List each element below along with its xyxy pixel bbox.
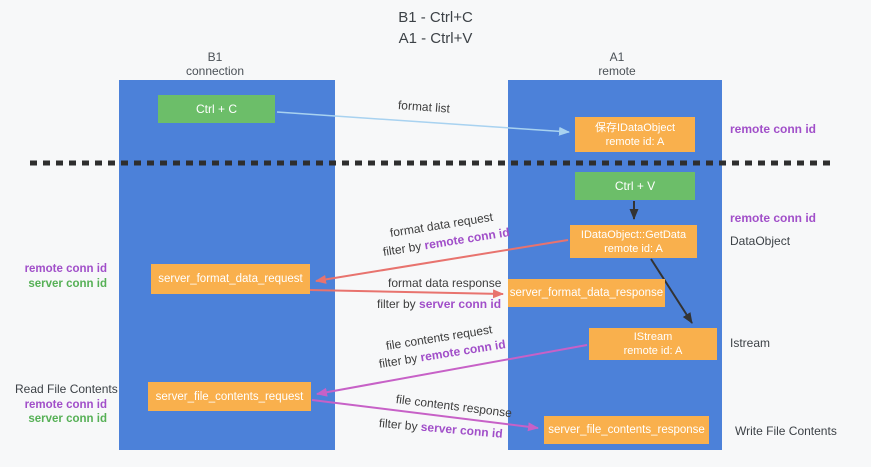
- lane-header-a1: A1 remote: [552, 50, 682, 78]
- title-line-2: A1 - Ctrl+V: [398, 30, 473, 47]
- edge-label-filter-server-1: filter by server conn id: [377, 297, 501, 311]
- filter-by-text: filter by: [378, 416, 419, 434]
- save-idataobject-line1: 保存IDataObject: [594, 121, 676, 134]
- getdata-line2: remote id: A: [604, 242, 663, 255]
- lane-b1-title: B1: [207, 50, 223, 64]
- node-server-file-contents-request: server_file_contents_request: [148, 382, 311, 411]
- node-save-idataobject: 保存IDataObject remote id: A: [575, 117, 695, 152]
- side-label-write-file-contents: Write File Contents: [735, 424, 837, 438]
- edge-label-format-data-response: format data response: [388, 276, 502, 290]
- save-idataobject-line2: remote id: A: [605, 135, 665, 148]
- edge-label-file-contents-response: file contents response: [395, 392, 513, 421]
- arrow-format-data-response: [309, 289, 504, 299]
- side-label-read-file-contents: Read File Contents: [15, 382, 118, 396]
- server-format-data-request-label: server_format_data_request: [158, 273, 303, 285]
- node-ctrl-c: Ctrl + C: [158, 95, 275, 123]
- side-label-remote-conn-id-left-2: remote conn id: [24, 399, 107, 411]
- node-ctrl-v: Ctrl + V: [575, 172, 695, 200]
- side-label-server-conn-id-left-1: server conn id: [28, 278, 107, 290]
- server-conn-id-text: server conn id: [420, 419, 504, 441]
- filter-by-text: filter by: [377, 297, 416, 311]
- ctrl-v-label: Ctrl + V: [614, 179, 656, 193]
- ctrl-c-label: Ctrl + C: [195, 102, 237, 116]
- node-idataobject-getdata: IDataObject::GetData remote id: A: [570, 225, 697, 258]
- filter-by-text: filter by: [381, 239, 423, 259]
- server-format-data-response-label: server_format_data_response: [509, 287, 664, 299]
- server-file-contents-request-label: server_file_contents_request: [155, 390, 304, 403]
- istream-line2: remote id: A: [623, 345, 683, 357]
- side-label-server-conn-id-left-2: server conn id: [28, 413, 107, 425]
- server-file-contents-response-label: server_file_contents_response: [548, 424, 705, 436]
- lane-a1-title: A1: [609, 50, 625, 64]
- side-label-istream: Istream: [730, 336, 771, 350]
- side-label-remote-conn-id-left-1: remote conn id: [24, 263, 107, 275]
- server-conn-id-text: server conn id: [419, 297, 502, 311]
- node-server-file-contents-response: server_file_contents_response: [544, 416, 709, 444]
- title-line-1: B1 - Ctrl+C: [398, 9, 473, 26]
- side-label-dataobject: DataObject: [730, 234, 791, 248]
- edge-label-filter-server-2: filter by server conn id: [378, 416, 503, 441]
- lane-b1-subtitle: connection: [185, 64, 245, 78]
- lane-header-b1: B1 connection: [150, 50, 280, 78]
- node-server-format-data-response: server_format_data_response: [508, 279, 665, 307]
- node-istream: IStream remote id: A: [589, 328, 717, 360]
- diagram-title: B1 - Ctrl+C A1 - Ctrl+V: [0, 7, 871, 49]
- side-label-remote-conn-id-mid: remote conn id: [730, 211, 817, 225]
- edge-label-format-list: format list: [397, 98, 451, 116]
- lane-a1-subtitle: remote: [598, 64, 636, 78]
- node-server-format-data-request: server_format_data_request: [151, 264, 310, 294]
- istream-line1: IStream: [633, 331, 673, 343]
- filter-by-text: filter by: [377, 351, 419, 371]
- side-label-remote-conn-id-top: remote conn id: [730, 122, 817, 136]
- getdata-line1: IDataObject::GetData: [580, 228, 687, 241]
